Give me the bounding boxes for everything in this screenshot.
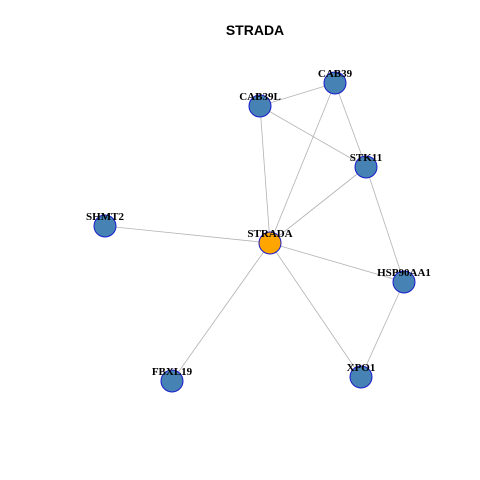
edge-strada-fbxl19: [171, 242, 271, 382]
node-strada: [258, 231, 282, 255]
edge-hsp90aa1-xpo1: [360, 281, 405, 378]
node-label-cab39l: CAB39L: [239, 91, 281, 103]
edge-shmt2-strada: [104, 225, 271, 244]
edge-strada-xpo1: [269, 242, 362, 378]
node-label-fbxl19: FBXL19: [152, 366, 193, 378]
node-stk11: [354, 155, 378, 179]
node-label-cab39: CAB39: [318, 68, 353, 80]
node-label-hsp90aa1: HSP90AA1: [377, 267, 431, 279]
node-fbxl19: [160, 369, 184, 393]
node-label-strada: STRADA: [247, 228, 292, 240]
edge-cab39l-strada: [259, 105, 271, 244]
edge-cab39-strada: [269, 82, 336, 244]
edge-stk11-strada: [269, 166, 367, 244]
node-shmt2: [93, 214, 117, 238]
edge-cab39-stk11: [334, 82, 367, 168]
node-hsp90aa1: [392, 270, 416, 294]
node-layer: [93, 71, 416, 393]
edge-strada-hsp90aa1: [269, 242, 405, 283]
node-label-stk11: STK11: [350, 152, 382, 164]
graph-title: STRADA: [226, 22, 284, 38]
edge-stk11-hsp90aa1: [365, 166, 405, 283]
edge-layer: [104, 82, 405, 382]
node-label-shmt2: SHMT2: [86, 211, 124, 223]
node-cab39: [323, 71, 347, 95]
node-label-xpo1: XPO1: [347, 362, 376, 374]
node-cab39l: [248, 94, 272, 118]
node-xpo1: [349, 365, 373, 389]
edge-cab39l-cab39: [259, 82, 336, 107]
